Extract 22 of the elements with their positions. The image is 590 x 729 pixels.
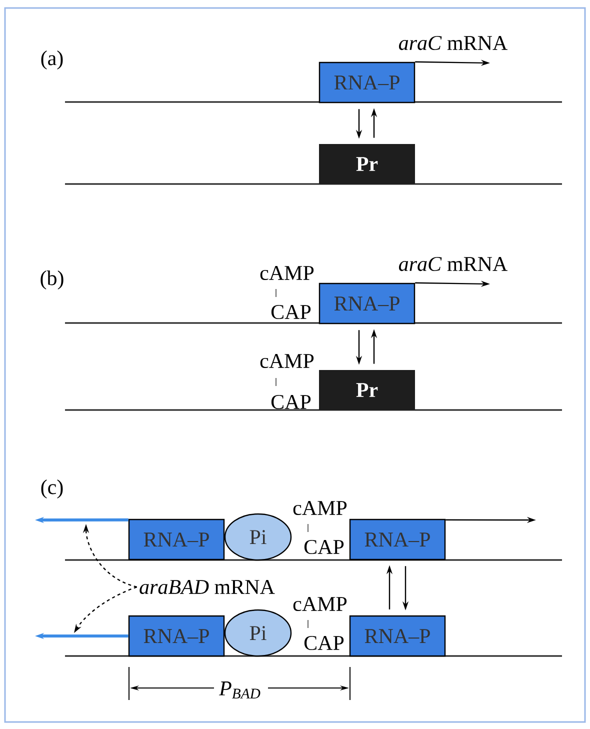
- promoter-box: Pr: [319, 144, 415, 184]
- molecule-label: cAMP: [260, 266, 314, 280]
- panel-label: (a): [41, 50, 63, 70]
- polymerase-box: RNA–P: [349, 518, 446, 560]
- molecule-label: CAP: [271, 304, 311, 320]
- polymerase-box: RNA–P: [128, 518, 225, 560]
- molecule-label: cAMP: [260, 354, 314, 368]
- panel-label: (b): [40, 270, 64, 290]
- polymerase-box: RNA–P: [318, 282, 416, 324]
- molecule-label: CAP: [304, 540, 344, 554]
- molecule-label: CAP: [304, 636, 344, 650]
- edge-label: araC mRNA: [398, 256, 508, 272]
- polymerase-box: RNA–P: [349, 615, 446, 657]
- polymerase-box: RNA–P: [318, 62, 416, 104]
- panel-label: (c): [41, 480, 63, 499]
- edge-label: araC mRNA: [398, 36, 508, 50]
- mrna-label: araBAD mRNA: [140, 580, 275, 594]
- polymerase-box: RNA–P: [128, 615, 225, 657]
- promoter-box: Pr: [319, 370, 415, 410]
- molecule-label: cAMP: [293, 500, 347, 516]
- molecule-label: cAMP: [293, 596, 347, 612]
- dimension-label: P$_{BAD}$: [218, 682, 260, 698]
